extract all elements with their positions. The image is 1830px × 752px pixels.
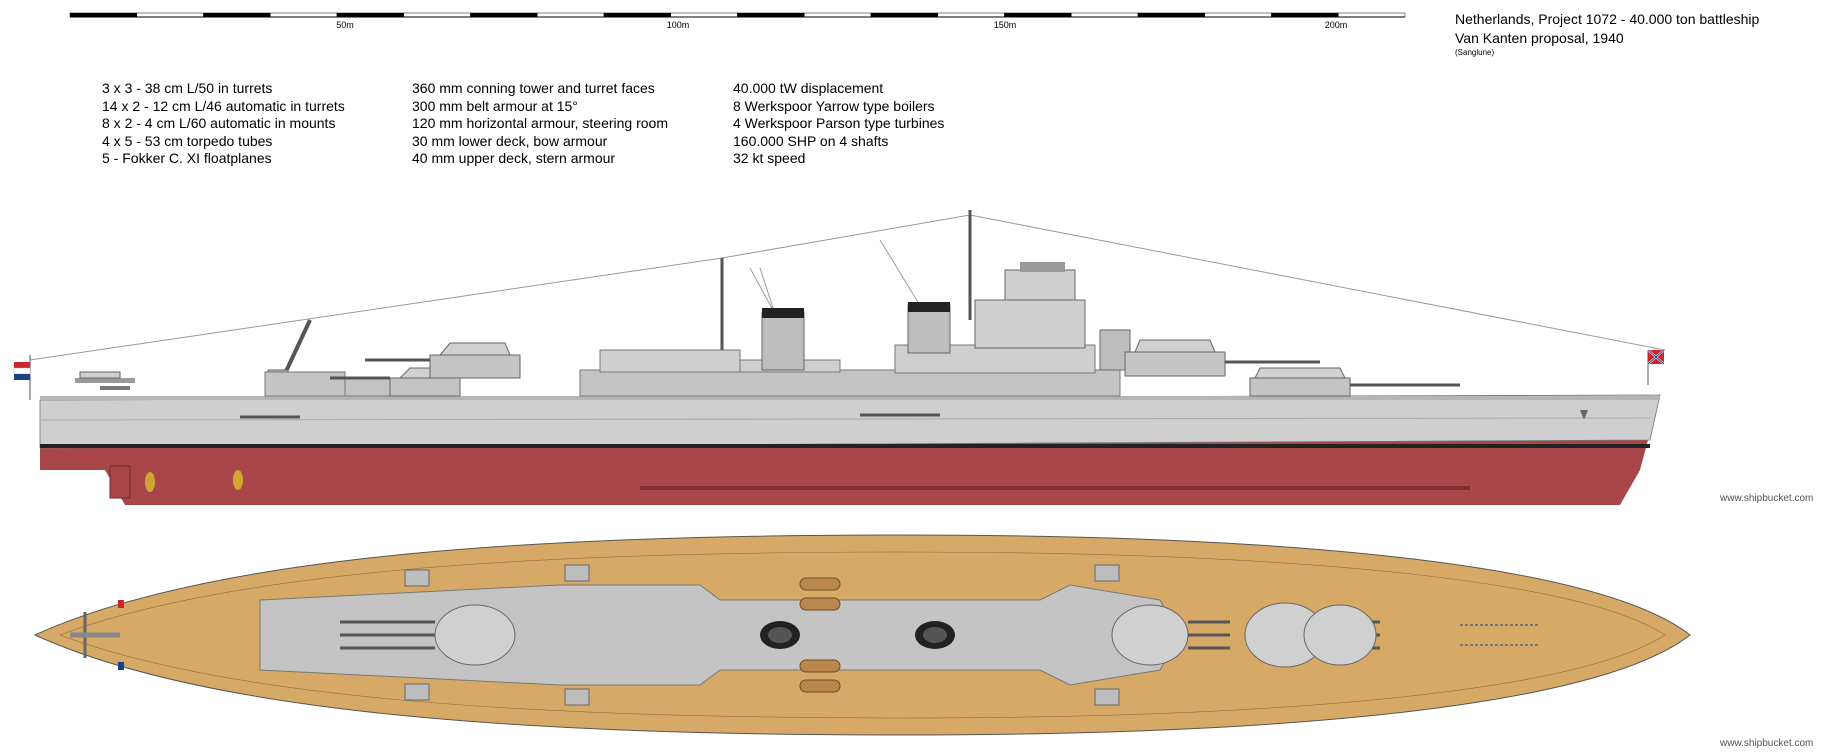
scale-segment xyxy=(937,12,1005,18)
scale-segment xyxy=(403,12,471,18)
spec-line: 32 kt speed xyxy=(733,150,806,166)
anchor-icon xyxy=(1580,410,1588,420)
propeller-icon xyxy=(145,472,155,492)
spec-line: 30 mm lower deck, bow armour xyxy=(412,132,608,149)
scale-segment xyxy=(804,12,872,18)
jack-flag-icon xyxy=(1647,349,1665,385)
scale-label-100m: 100m xyxy=(666,20,690,30)
turret-a-icon xyxy=(1249,367,1460,397)
fore-funnel-plan-icon xyxy=(915,621,955,649)
scale-segment xyxy=(470,12,538,18)
title-line-2: Van Kanten proposal, 1940 xyxy=(1455,30,1624,46)
scale-segment xyxy=(670,12,738,18)
spec-line: 40.000 tW displacement xyxy=(733,80,884,96)
secondary-turret-icon xyxy=(1094,688,1120,706)
scale-label-150m: 150m xyxy=(993,20,1017,30)
watermark-top: www.shipbucket.com xyxy=(1720,738,1814,749)
secondary-turret-icon xyxy=(404,569,430,587)
stern-flag-icon xyxy=(13,355,31,400)
spec-line: 360 mm conning tower and turret faces xyxy=(412,80,655,96)
scale-blocks xyxy=(69,12,1406,18)
spec-line: 300 mm belt armour at 15° xyxy=(412,97,578,114)
secondary-turret-icon xyxy=(1094,564,1120,582)
turret-a-plan-icon xyxy=(1303,604,1377,666)
scale-segment xyxy=(1271,12,1339,18)
secondary-turret-icon xyxy=(564,564,590,582)
conning-tower-icon xyxy=(974,262,1131,371)
scale-segment xyxy=(1071,12,1139,18)
spec-line: 8 x 2 - 4 cm L/60 automatic in mounts xyxy=(102,115,336,131)
aircraft-crane-icon xyxy=(267,319,312,397)
turret-x-icon xyxy=(330,367,461,397)
turret-y-icon xyxy=(365,342,521,379)
spec-line: 4 x 5 - 53 cm torpedo tubes xyxy=(102,132,273,149)
scale-segment xyxy=(1338,12,1406,18)
spec-line: 3 x 3 - 38 cm L/50 in turrets xyxy=(102,80,273,96)
hull-plan xyxy=(33,534,1691,736)
scale-segment xyxy=(1204,12,1272,18)
scale-bar xyxy=(69,12,1406,18)
watermark-side: www.shipbucket.com xyxy=(1720,493,1814,504)
floatplane-plan-icon xyxy=(70,612,120,658)
propeller-icon xyxy=(233,470,243,490)
title-block: Netherlands, Project 1072 - 40.000 ton b… xyxy=(1455,10,1759,58)
scale-segment xyxy=(537,12,605,18)
scale-label-200m: 200m xyxy=(1324,20,1348,30)
scale-segment xyxy=(603,12,671,18)
spec-machinery: 40.000 tW displacement 8 Werkspoor Yarro… xyxy=(733,80,944,168)
stern-ensign-plan-icon xyxy=(118,600,124,670)
turret-y-plan-icon xyxy=(1111,604,1230,666)
title-line-1: Netherlands, Project 1072 - 40.000 ton b… xyxy=(1455,11,1760,27)
aft-funnel-icon xyxy=(761,308,805,371)
hull-side xyxy=(39,394,1661,505)
scale-segment xyxy=(870,12,938,18)
spec-line: 160.000 SHP on 4 shafts xyxy=(733,132,889,149)
scale-segment xyxy=(336,12,404,18)
fore-funnel-icon xyxy=(907,302,951,354)
scale-segment xyxy=(1004,12,1072,18)
spec-line: 120 mm horizontal armour, steering room xyxy=(412,115,668,131)
secondary-turret-icon xyxy=(564,688,590,706)
spec-line: 40 mm upper deck, stern armour xyxy=(412,150,616,166)
scale-segment xyxy=(203,12,271,18)
secondary-turret-icon xyxy=(404,683,430,701)
spec-line: 4 Werkspoor Parson type turbines xyxy=(733,115,945,131)
spec-armour: 360 mm conning tower and turret faces 30… xyxy=(412,80,668,168)
turret-b-plan-icon xyxy=(1244,602,1380,668)
rudder-icon xyxy=(109,465,131,499)
spec-line: 5 - Fokker C. XI floatplanes xyxy=(102,150,272,166)
spec-line: 14 x 2 - 12 cm L/46 automatic in turrets xyxy=(102,97,345,114)
author-credit: (Sanglune) xyxy=(1455,48,1495,57)
spec-line: 8 Werkspoor Yarrow type boilers xyxy=(733,97,935,114)
floatplane-icon xyxy=(75,371,135,390)
ships-boats-icon xyxy=(799,577,841,693)
scale-segment xyxy=(737,12,805,18)
scale-segment xyxy=(69,12,137,18)
scale-segment xyxy=(136,12,204,18)
scale-segment xyxy=(1137,12,1205,18)
aft-funnel-plan-icon xyxy=(760,621,800,649)
anchor-chain-icon xyxy=(1460,624,1540,646)
rigging-wires xyxy=(29,214,1666,361)
scale-segment xyxy=(270,12,338,18)
spec-armament: 3 x 3 - 38 cm L/50 in turrets 14 x 2 - 1… xyxy=(102,80,345,168)
turret-x-plan-icon xyxy=(340,604,516,666)
scale-label-50m: 50m xyxy=(336,20,354,30)
turret-b-icon xyxy=(1124,339,1320,377)
